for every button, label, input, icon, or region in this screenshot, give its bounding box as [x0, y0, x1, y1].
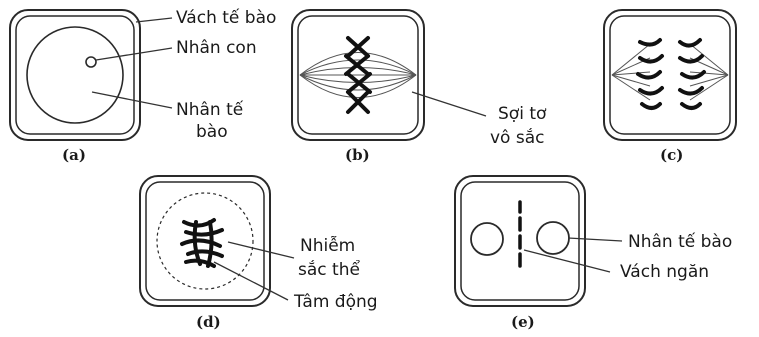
label-spindle-line1: Sợi tơ [498, 104, 546, 124]
panel-c-cell [604, 10, 736, 140]
label-chromosome-line1: Nhiễm [300, 236, 355, 256]
panel-c-spindle [612, 44, 728, 100]
label-nucleolus: Nhân con [176, 38, 257, 58]
caption-e: (e) [511, 313, 535, 331]
caption-b: (b) [345, 146, 370, 164]
panel-b-spindle [300, 53, 416, 98]
label-cell-wall: Vách tế bào [176, 8, 276, 28]
label-septum: Vách ngăn [620, 262, 709, 282]
panel-a-cell [10, 10, 140, 140]
label-nucleus-line1: Nhân tế [176, 100, 243, 120]
caption-c: (c) [660, 146, 683, 164]
label-spindle-line2: vô sắc [490, 128, 545, 148]
label-nucleus-line2: bào [196, 122, 228, 142]
label-centromere: Tâm động [294, 292, 378, 312]
caption-d: (d) [196, 313, 221, 331]
label-nucleus-e: Nhân tế bào [628, 232, 732, 252]
label-chromosome-line2: sắc thể [298, 260, 360, 280]
panel-d-chromosomes [182, 220, 222, 266]
caption-a: (a) [62, 146, 86, 164]
